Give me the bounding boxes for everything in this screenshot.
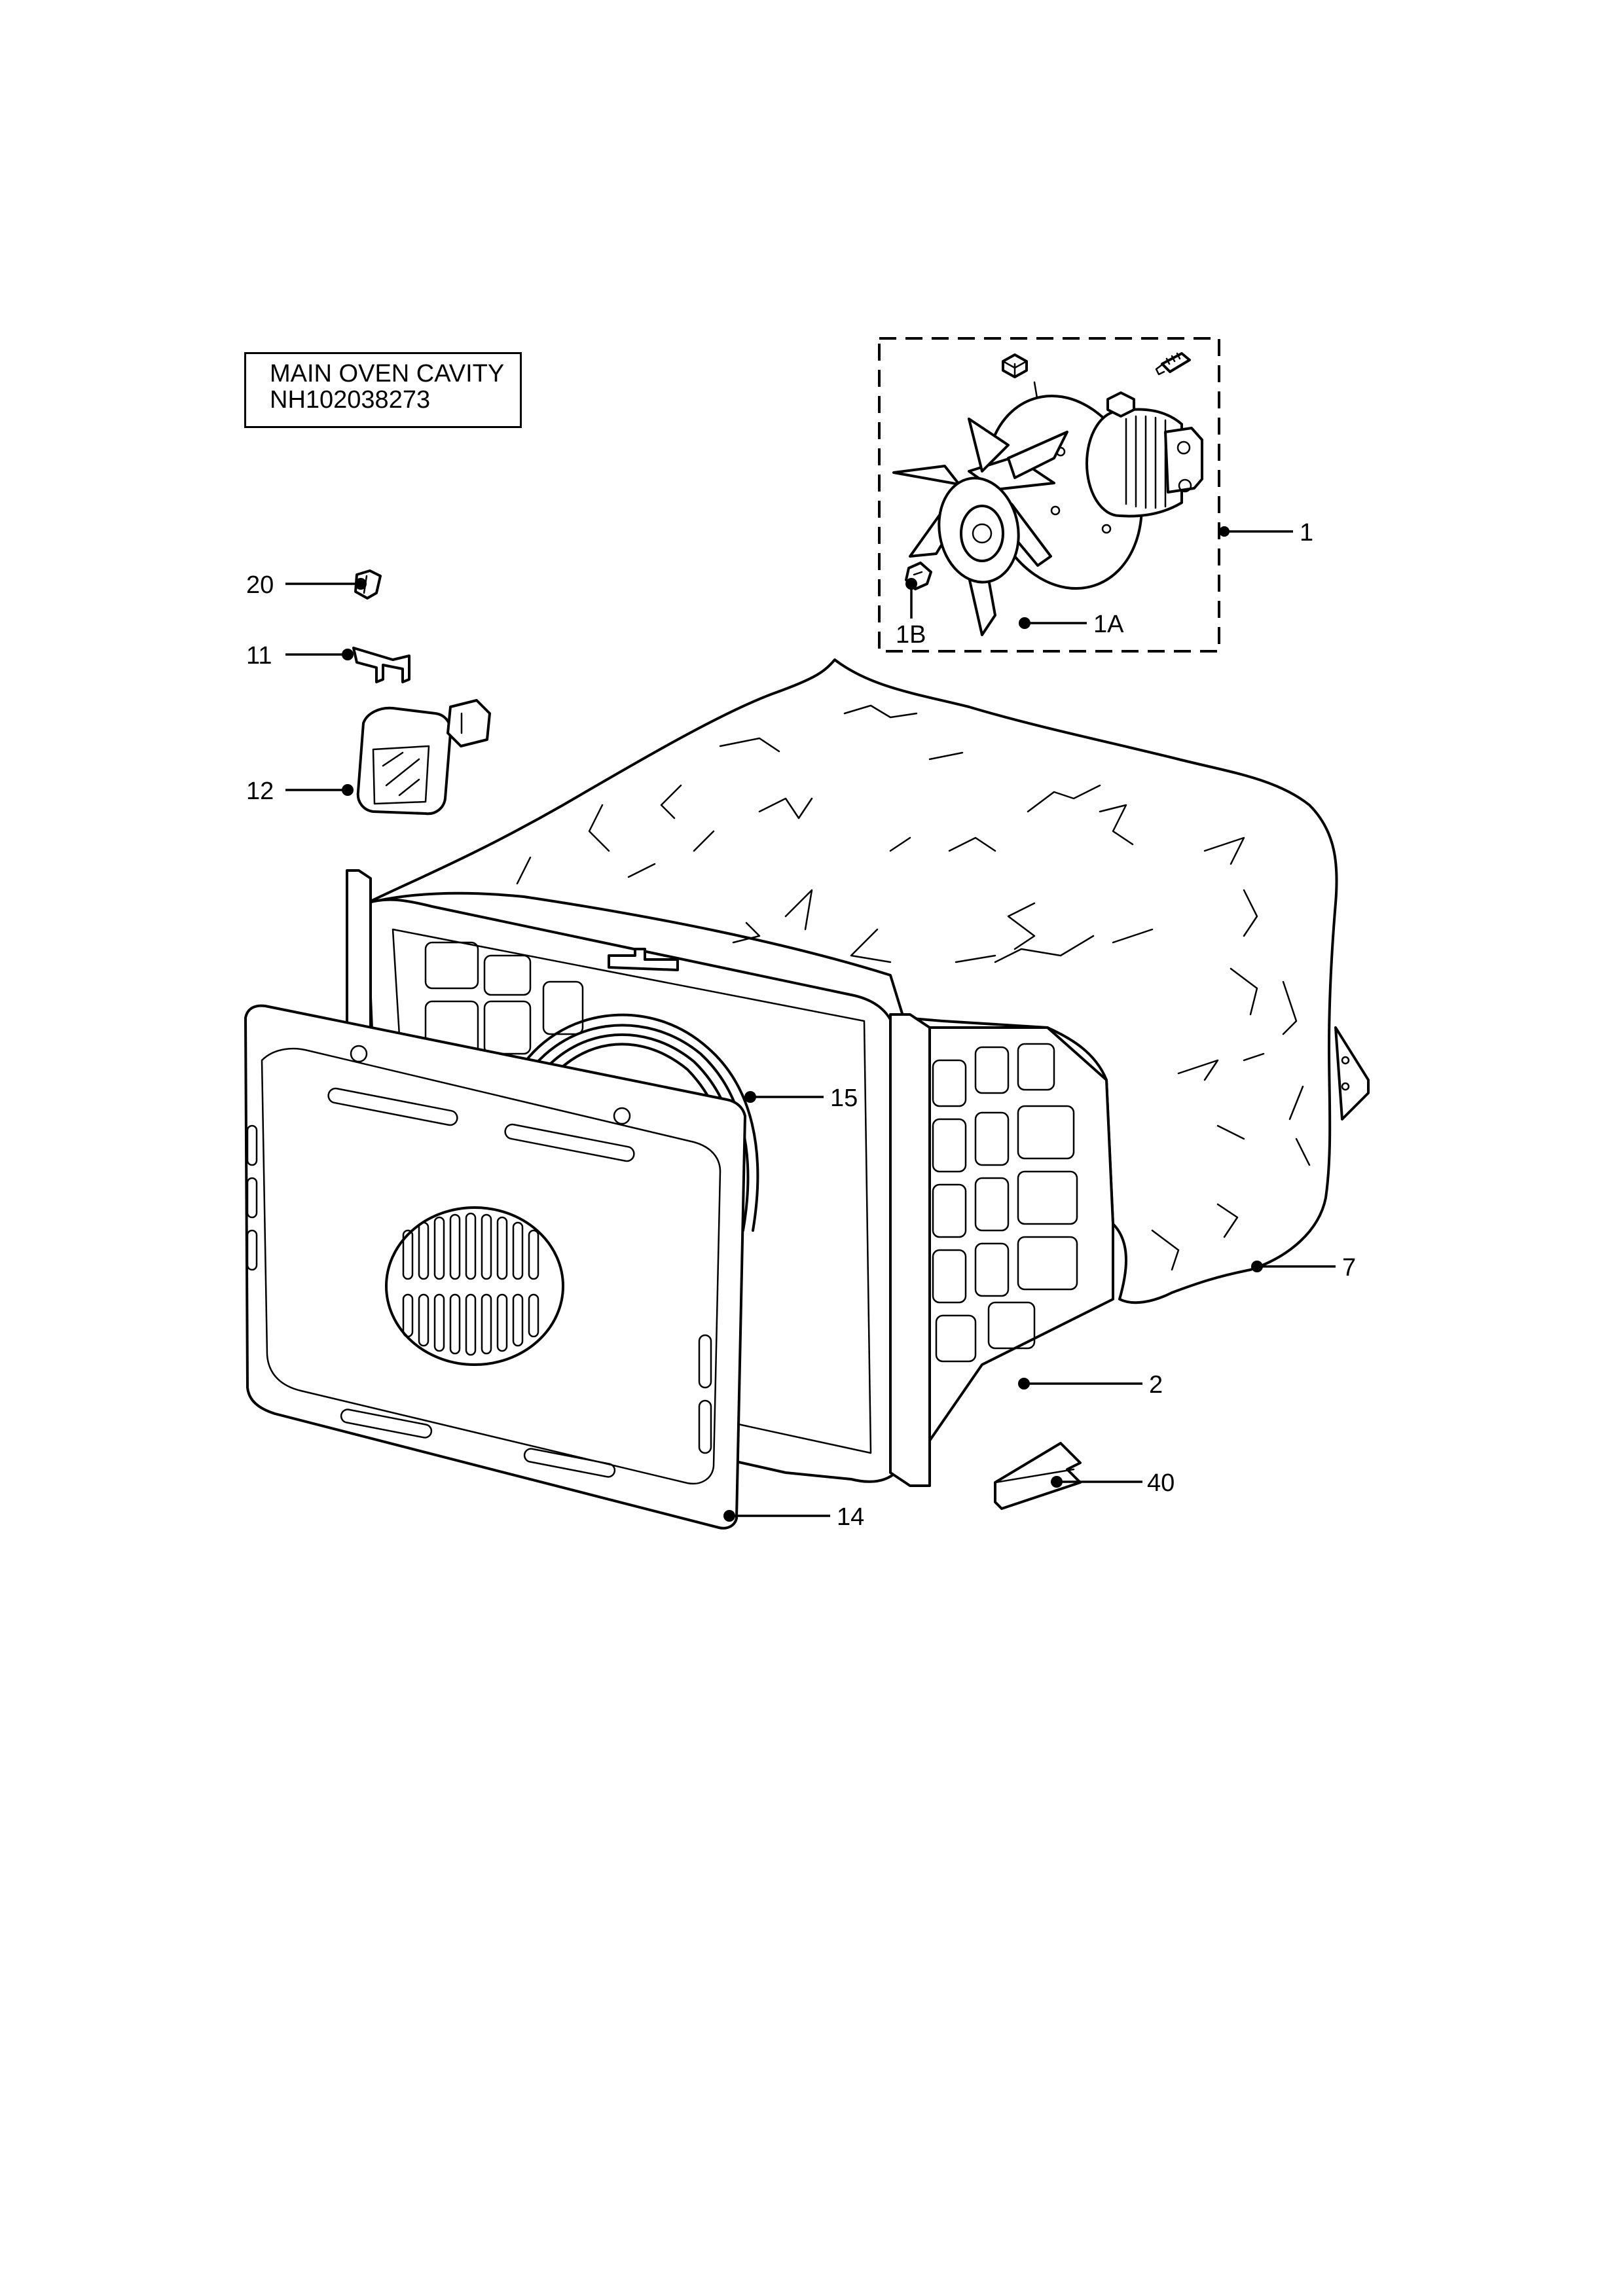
insulation-texture	[516, 704, 1311, 1271]
callout-label-1a: 1A	[1093, 611, 1124, 638]
callout-12: 12	[246, 778, 354, 805]
fan-assembly-dashed-box	[878, 337, 1220, 653]
callout-label-11: 11	[246, 642, 272, 670]
diagram-title: MAIN OVEN CAVITY	[270, 360, 505, 387]
fan-grille	[385, 1206, 564, 1366]
diagram-part-number: NH102038273	[270, 386, 431, 414]
callout-1b: 1B	[896, 578, 926, 649]
callout-label-14: 14	[837, 1503, 864, 1531]
callout-label-12: 12	[246, 778, 274, 805]
callout-14: 14	[723, 1503, 864, 1531]
callout-label-20: 20	[246, 571, 274, 599]
callout-20: 20	[246, 571, 367, 599]
callout-7: 7	[1251, 1254, 1356, 1282]
bracket-part-40	[994, 1442, 1082, 1510]
callout-11: 11	[246, 642, 354, 670]
callout-1a: 1A	[1019, 611, 1124, 638]
callout-label-40: 40	[1147, 1469, 1175, 1497]
fan-motor-assembly	[892, 352, 1203, 636]
diagram-title-box: MAIN OVEN CAVITY NH102038273	[244, 352, 522, 428]
callout-label-1: 1	[1300, 519, 1313, 547]
callout-1: 1	[1219, 519, 1313, 547]
callout-label-7: 7	[1342, 1254, 1356, 1282]
callout-label-15: 15	[830, 1085, 858, 1112]
callout-15: 15	[744, 1085, 858, 1112]
bracket-part-11	[352, 647, 410, 683]
fan-cover-panel	[244, 1004, 746, 1530]
callout-2: 2	[1018, 1371, 1163, 1399]
callout-label-1b: 1B	[896, 621, 926, 649]
callout-label-2: 2	[1149, 1371, 1163, 1399]
lamp-part-12	[356, 699, 491, 816]
callout-40: 40	[1051, 1469, 1175, 1497]
